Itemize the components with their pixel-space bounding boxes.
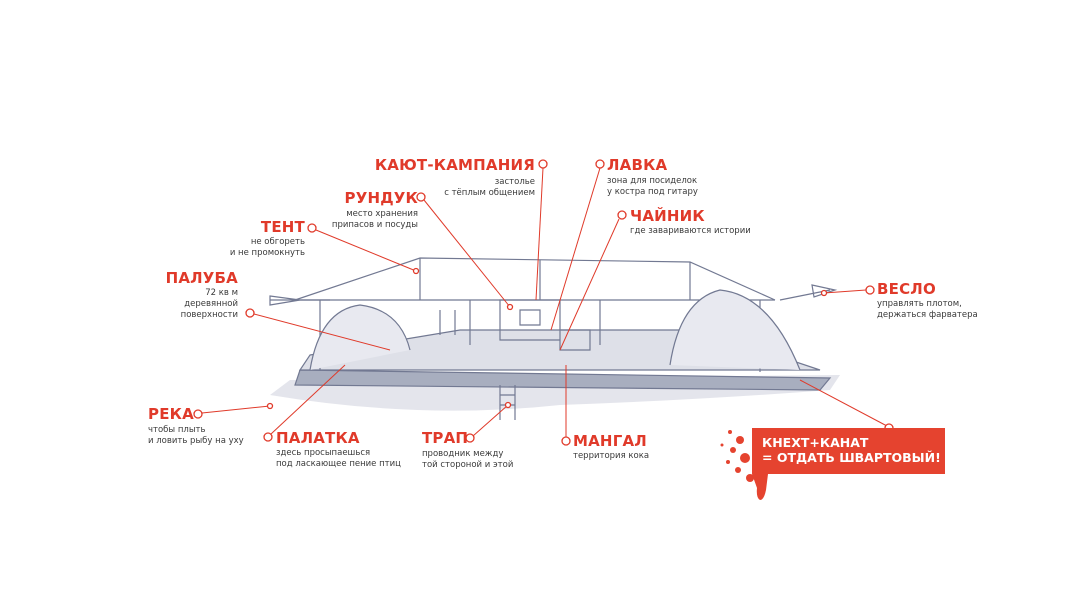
label-desc: поверхности — [180, 310, 238, 320]
label-runduk: РУНДУК место хранения припасов и посуды — [332, 190, 418, 231]
callout-box: КНЕХТ+КАНАТ = ОТДАТЬ ШВАРТОВЫЙ! — [752, 428, 945, 474]
callout-line-1: КНЕХТ+КАНАТ — [762, 435, 869, 450]
label-mangal: МАНГАЛ территория кока — [573, 433, 649, 462]
label-desc: застолье — [494, 177, 535, 187]
leader-lines — [201, 167, 888, 437]
label-desc: управлять плотом, — [877, 299, 962, 309]
label-desc: проводник между — [422, 449, 504, 459]
label-desc: и ловить рыбу на уху — [148, 436, 244, 446]
oar-left — [269, 295, 330, 306]
callout-line-2: = ОТДАТЬ ШВАРТОВЫЙ! — [762, 450, 941, 465]
label-title: РЕКА — [148, 405, 194, 423]
label-desc: с тёплым общением — [444, 188, 535, 198]
label-desc: 72 кв м — [205, 288, 238, 298]
label-desc: у костра под гитару — [607, 187, 698, 197]
label-desc: и не промокнуть — [229, 248, 305, 258]
tent-right — [669, 289, 801, 371]
deck — [294, 369, 832, 391]
label-title: ТРАП — [422, 429, 469, 447]
label-title: ЧАЙНИК — [630, 207, 705, 225]
label-title: КАЮТ-КАМПАНИЯ — [374, 156, 535, 174]
label-desc: держаться фарватера — [877, 310, 978, 320]
label-title: МАНГАЛ — [573, 432, 647, 450]
label-desc: где завариваются истории — [630, 226, 751, 236]
label-kayut-kampaniya: КАЮТ-КАМПАНИЯ застолье с тёплым общением — [375, 157, 535, 199]
label-desc: территория кока — [573, 451, 650, 461]
label-palatka: ПАЛАТКА здесь просыпаешься под ласкающее… — [276, 430, 401, 470]
label-desc: припасов и посуды — [331, 220, 418, 230]
furniture — [439, 299, 591, 351]
label-chaynik: ЧАЙНИК где завариваются истории — [630, 208, 751, 237]
label-desc: здесь просыпаешься — [276, 448, 371, 458]
label-lavka: ЛАВКА зона для посиделок у костра под ги… — [607, 157, 698, 198]
tent-left — [309, 304, 411, 371]
label-desc: чтобы плыть — [148, 425, 206, 435]
label-title: ПАЛАТКА — [276, 429, 360, 447]
label-veslo: ВЕСЛО управлять плотом, держаться фарват… — [877, 281, 978, 321]
raft-drawing — [269, 257, 840, 420]
ladder — [499, 385, 516, 420]
label-desc: не обгореть — [250, 237, 305, 247]
label-desc: той стороной и этой — [422, 460, 514, 470]
label-desc: место хранения — [346, 209, 418, 219]
label-title: ВЕСЛО — [877, 280, 936, 298]
label-desc: деревянной — [184, 299, 238, 309]
label-desc: под ласкающее пение птиц — [276, 459, 401, 469]
label-trap: ТРАП проводник между той стороной и этой — [422, 430, 513, 471]
label-title: ЛАВКА — [607, 156, 668, 174]
awning-roof — [294, 257, 776, 301]
label-reka: РЕКА чтобы плыть и ловить рыбу на уху — [148, 406, 244, 447]
label-desc: зона для посиделок — [607, 176, 698, 186]
label-title: ТЕНТ — [260, 218, 305, 236]
label-title: РУНДУК — [344, 189, 418, 207]
label-tent: ТЕНТ не обгореть и не промокнуть — [230, 219, 305, 259]
label-paluba: ПАЛУБА 72 кв м деревянной поверхности — [166, 270, 238, 321]
label-title: ПАЛУБА — [165, 269, 238, 287]
paint-splatter — [720, 430, 768, 500]
